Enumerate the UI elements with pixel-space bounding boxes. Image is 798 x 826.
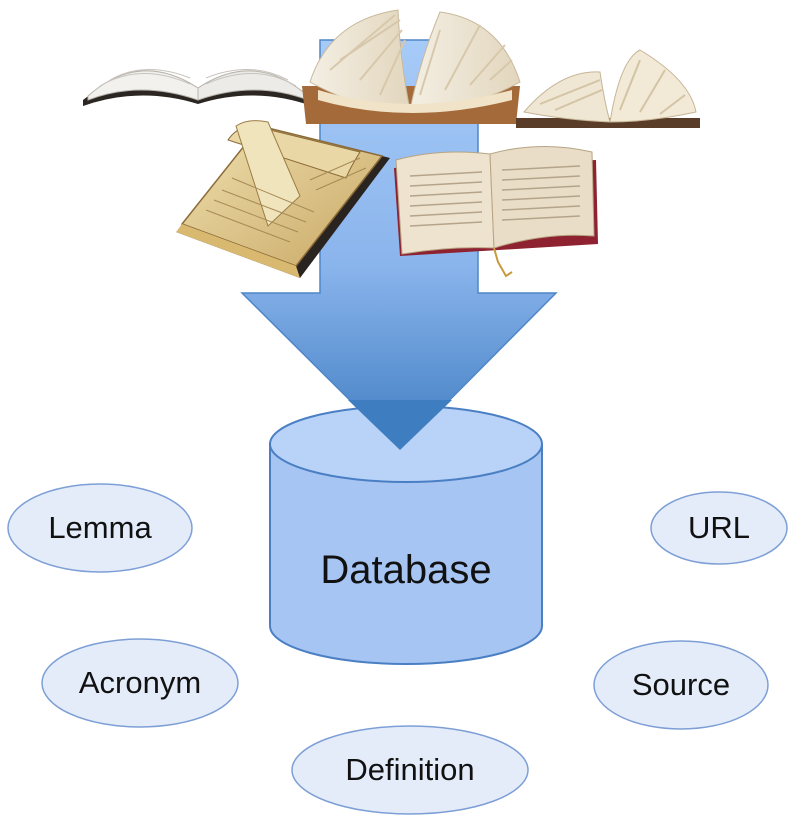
database-cylinder-icon xyxy=(269,400,543,665)
field-label-source: Source xyxy=(631,667,731,702)
acronym-oval xyxy=(41,638,239,728)
field-label-url: URL xyxy=(687,510,750,545)
database-label: Database xyxy=(320,547,492,592)
open-book-small-image xyxy=(516,49,700,128)
field-label-acronym: Acronym xyxy=(78,665,202,700)
field-label-lemma: Lemma xyxy=(48,510,152,545)
url-oval xyxy=(650,491,788,565)
open-book-fanned-image xyxy=(302,9,521,124)
old-dictionary-image xyxy=(176,120,390,278)
lemma-oval xyxy=(7,483,193,573)
field-label-definition: Definition xyxy=(345,752,475,787)
definition-oval xyxy=(291,725,529,815)
open-book-flat-image xyxy=(83,69,312,106)
source-oval xyxy=(593,640,769,730)
open-book-red-image xyxy=(394,145,598,278)
